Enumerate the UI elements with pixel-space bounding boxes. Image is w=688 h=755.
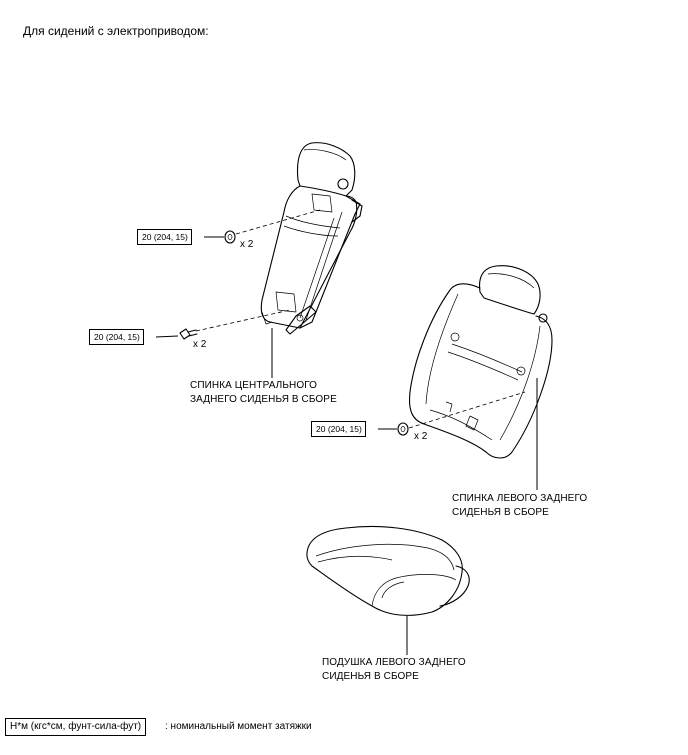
legend-description: : номинальный момент затяжки — [165, 721, 312, 732]
quantity-label: x 2 — [240, 239, 254, 250]
quantity-label: x 2 — [193, 339, 207, 350]
torque-spec-box: 20 (204, 15) — [311, 421, 366, 437]
center-seatback-drawing — [260, 142, 363, 335]
left-seatback-label-line2: СИДЕНЬЯ В СБОРЕ — [452, 507, 549, 518]
torque-spec-box: 20 (204, 15) — [89, 329, 144, 345]
nut-left-seatback — [397, 422, 409, 436]
install-line-upper — [235, 209, 321, 235]
center-seatback-label: СПИНКА ЦЕНТРАЛЬНОГО ЗАДНЕГО СИДЕНЬЯ В СБ… — [190, 379, 337, 407]
center-seatback-label-line1: СПИНКА ЦЕНТРАЛЬНОГО — [190, 380, 318, 391]
legend-unit-box: Н*м (кгс*см, фунт-сила-фут) — [5, 718, 147, 736]
cushion-label-line2: СИДЕНЬЯ В СБОРЕ — [322, 671, 419, 682]
left-seatback-label-line1: СПИНКА ЛЕВОГО ЗАДНЕГО — [452, 493, 588, 504]
cushion-label: ПОДУШКА ЛЕВОГО ЗАДНЕГО СИДЕНЬЯ В СБОРЕ — [322, 656, 466, 684]
torque-spec-box: 20 (204, 15) — [137, 229, 192, 245]
cushion-label-line1: ПОДУШКА ЛЕВОГО ЗАДНЕГО — [322, 657, 466, 668]
install-line-left-seatback — [408, 391, 526, 429]
left-seatback-label: СПИНКА ЛЕВОГО ЗАДНЕГО СИДЕНЬЯ В СБОРЕ — [452, 492, 587, 520]
nut-upper — [224, 230, 236, 244]
left-seatback-drawing — [408, 265, 553, 459]
bolt-lower — [179, 328, 198, 340]
quantity-label: x 2 — [414, 431, 428, 442]
left-cushion-drawing — [306, 526, 470, 616]
leader-torque-2 — [155, 335, 179, 338]
page-title: Для сидений с электроприводом: — [23, 24, 209, 38]
install-line-lower — [195, 309, 291, 332]
center-seatback-label-line2: ЗАДНЕГО СИДЕНЬЯ В СБОРЕ — [190, 394, 337, 405]
